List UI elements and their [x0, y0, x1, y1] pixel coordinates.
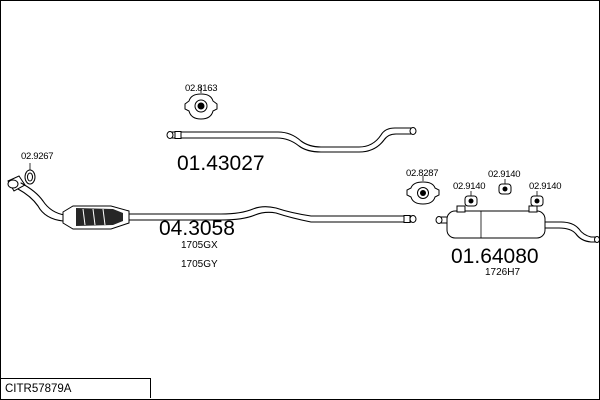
- rear-rubber-3-icon: [530, 191, 544, 207]
- rear-rubber-2-label: 02.9140: [488, 169, 520, 180]
- front-pipe-catalyst: [7, 175, 417, 230]
- system-code-box: CITR57879A: [1, 378, 151, 398]
- middle-clamp-icon: [184, 86, 218, 120]
- rear-rubber-3-label: 02.9140: [529, 181, 561, 192]
- front-code-1-label: 1705GX: [181, 240, 218, 251]
- rear-rubber-1-label: 02.9140: [453, 181, 485, 192]
- front-gasket-label: 02.9267: [21, 151, 53, 162]
- rear-rubber-2-icon: [498, 179, 512, 195]
- rear-clamp-label: 02.8287: [406, 168, 438, 179]
- front-pipe-label: 04.3058: [159, 217, 235, 240]
- system-code: CITR57879A: [5, 383, 72, 395]
- rear-silencer: [435, 205, 599, 243]
- rear-silencer-label: 01.64080: [451, 245, 539, 268]
- rear-clamp-icon: [406, 176, 440, 205]
- front-code-2-label: 1705GY: [181, 259, 218, 270]
- rear-rubber-1-icon: [464, 191, 478, 207]
- middle-pipe-label: 01.43027: [177, 152, 265, 175]
- middle-pipe: [166, 127, 417, 153]
- front-gasket-icon: [24, 163, 36, 185]
- middle-clamp-label: 02.8163: [185, 83, 217, 94]
- rear-code-label: 1726H7: [485, 267, 520, 278]
